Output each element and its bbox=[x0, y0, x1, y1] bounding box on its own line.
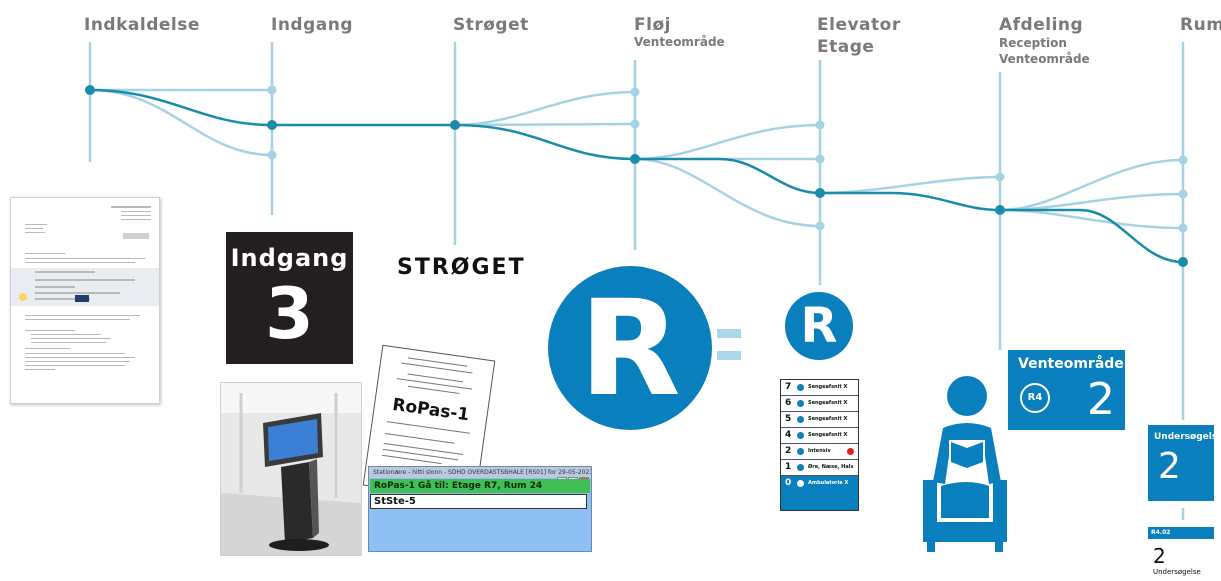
header-indkaldelse: Indkaldelse bbox=[84, 15, 200, 35]
wing-r-icon bbox=[797, 448, 804, 455]
bulb-icon bbox=[19, 293, 27, 301]
stroget-sign: STRØGET bbox=[397, 255, 526, 280]
header-afdeling: Afdeling bbox=[999, 15, 1084, 35]
wing-r-icon bbox=[797, 432, 804, 439]
room-tag: R4.02 bbox=[1148, 527, 1214, 539]
header-stroget: Strøget bbox=[453, 15, 529, 35]
equals-bar-bottom bbox=[717, 351, 741, 360]
screen-call-row: RoPas-1 Gå til: Etage R7, Rum 24 bbox=[370, 479, 590, 493]
main-path bbox=[89, 88, 1184, 264]
header-etage: Etage bbox=[817, 37, 875, 57]
call-screen: Stationære - hitti slonn - SDHD OVERDAST… bbox=[368, 466, 592, 552]
light-nodes bbox=[267, 85, 1188, 233]
waiting-area-label: Venteområde bbox=[1018, 356, 1124, 372]
wing-r-icon bbox=[797, 384, 804, 391]
exam-room-label: Undersøgelse bbox=[1154, 432, 1221, 442]
wing-r-icon bbox=[797, 400, 804, 407]
screen-titlebar: Stationære - hitti slonn - SDHD OVERDAST… bbox=[369, 467, 591, 478]
alert-dot-icon bbox=[847, 448, 854, 455]
waiting-person-icon bbox=[923, 376, 1007, 552]
kiosk-illustration bbox=[221, 383, 361, 555]
header-floj: Fløj bbox=[634, 15, 671, 35]
main-nodes bbox=[85, 85, 1188, 267]
waiting-area-code: R4 bbox=[1020, 383, 1050, 413]
elevator-r-logo: R bbox=[785, 292, 853, 360]
header-afdeling-sub2: Venteområde bbox=[999, 52, 1090, 66]
wing-r-icon bbox=[797, 416, 804, 423]
room-label: Undersøgelse bbox=[1153, 568, 1201, 576]
header-indgang: Indgang bbox=[271, 15, 354, 35]
waiting-area-sign: Venteområde R4 2 bbox=[1008, 350, 1125, 430]
wing-r-logo: R bbox=[548, 266, 712, 430]
waiting-area-number: 2 bbox=[1087, 374, 1115, 425]
equals-bar-top bbox=[717, 329, 741, 338]
wing-r-icon bbox=[797, 480, 804, 487]
appointment-letter bbox=[10, 197, 160, 404]
screen-next-row: StSte-5 bbox=[370, 494, 587, 509]
entrance-sign: Indgang 3 bbox=[226, 232, 353, 364]
header-floj-sub: Venteområde bbox=[634, 35, 725, 49]
check-in-kiosk-photo bbox=[220, 382, 362, 556]
wing-r-letter: R bbox=[579, 272, 681, 426]
wing-r-icon bbox=[797, 464, 804, 471]
header-elevator: Elevator bbox=[817, 15, 901, 35]
exam-room-number: 2 bbox=[1158, 446, 1181, 487]
entrance-sign-number: 3 bbox=[265, 273, 314, 355]
elevator-r-letter: R bbox=[800, 298, 838, 354]
room-number: 2 bbox=[1153, 544, 1166, 568]
header-rum: Rum bbox=[1180, 15, 1221, 35]
entrance-sign-label: Indgang bbox=[230, 244, 349, 272]
header-afdeling-sub1: Reception bbox=[999, 36, 1067, 50]
exam-room-sign: Undersøgelse 2 bbox=[1148, 425, 1221, 501]
